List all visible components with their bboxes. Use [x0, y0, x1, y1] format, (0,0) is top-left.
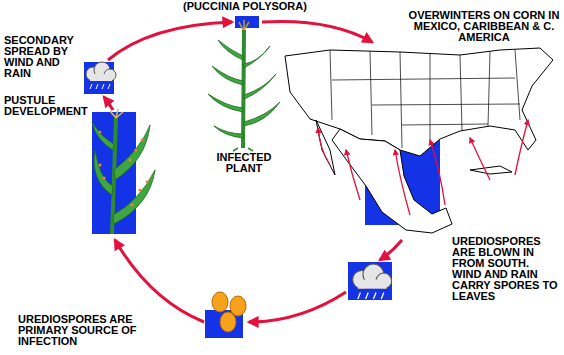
infected-corn-leaves — [92, 109, 155, 234]
stage-label: PUSTULE DEVELOPMENT — [4, 95, 90, 117]
stage-label: OVERWINTERS ON CORN IN MEXICO, CARIBBEAN… — [408, 10, 560, 43]
stage-label: UREDIOSPORES ARE PRIMARY SOURCE OF INFEC… — [18, 314, 142, 347]
center-label: INFECTED PLANT — [208, 152, 280, 174]
rain-cloud — [353, 264, 392, 299]
urediospores — [212, 292, 246, 332]
corn-plant — [208, 20, 280, 151]
rain-cloud — [86, 62, 116, 89]
diagram-title: (PUCCINIA POLYSORA) — [150, 1, 340, 12]
map-north-america — [285, 48, 553, 233]
stage-label: SECONDARY SPREAD BY WIND AND RAIN — [4, 35, 80, 79]
stage-label: UREDIOSPORES ARE BLOWN IN FROM SOUTH. WI… — [452, 236, 558, 302]
